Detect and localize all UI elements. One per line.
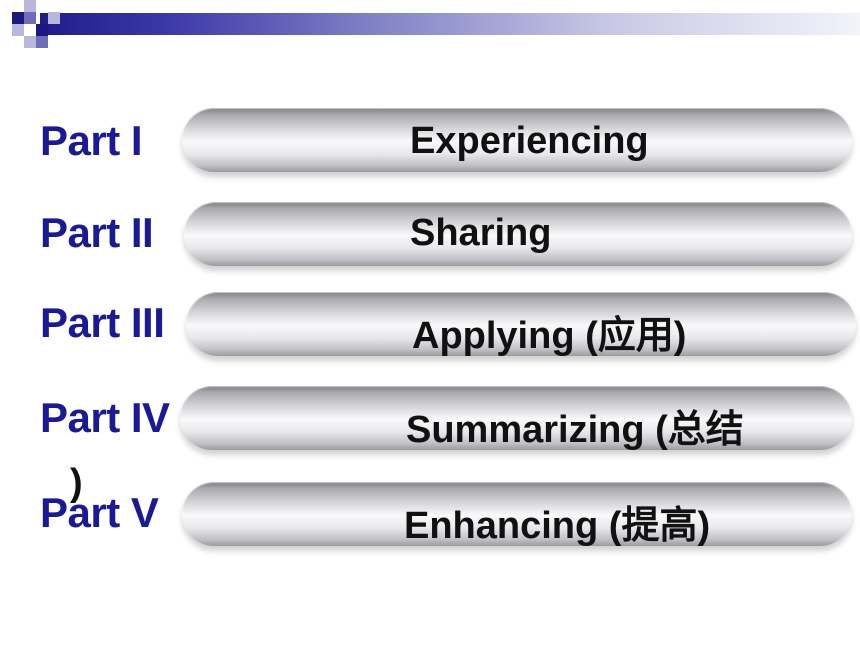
part-label: Part III — [40, 299, 165, 346]
title-pill[interactable] — [186, 292, 856, 356]
header-square — [12, 12, 24, 24]
header-gradient-bar — [40, 13, 860, 35]
part-title: Summarizing (总结 — [406, 409, 744, 451]
header-square — [12, 24, 24, 36]
part-label: Part IV — [40, 394, 170, 441]
stray-paren: ) — [70, 462, 83, 504]
part-title: Experiencing — [410, 120, 649, 162]
title-pill[interactable] — [180, 386, 852, 450]
part-label: Part II — [40, 209, 154, 256]
part-label: Part I — [40, 117, 143, 164]
header-square — [36, 24, 48, 36]
header-square — [24, 0, 36, 12]
header-square — [24, 12, 36, 24]
part-title: Enhancing (提高) — [404, 505, 711, 547]
part-title: Sharing — [410, 212, 552, 254]
header-square — [24, 36, 36, 48]
title-pill[interactable] — [182, 108, 852, 172]
header-square — [36, 36, 48, 48]
part-title: Applying (应用) — [412, 315, 687, 357]
header-square — [48, 12, 60, 24]
header-decoration — [0, 0, 860, 52]
part-label: Part V — [40, 489, 159, 536]
title-pill[interactable] — [182, 482, 852, 546]
title-pill[interactable] — [184, 202, 852, 266]
